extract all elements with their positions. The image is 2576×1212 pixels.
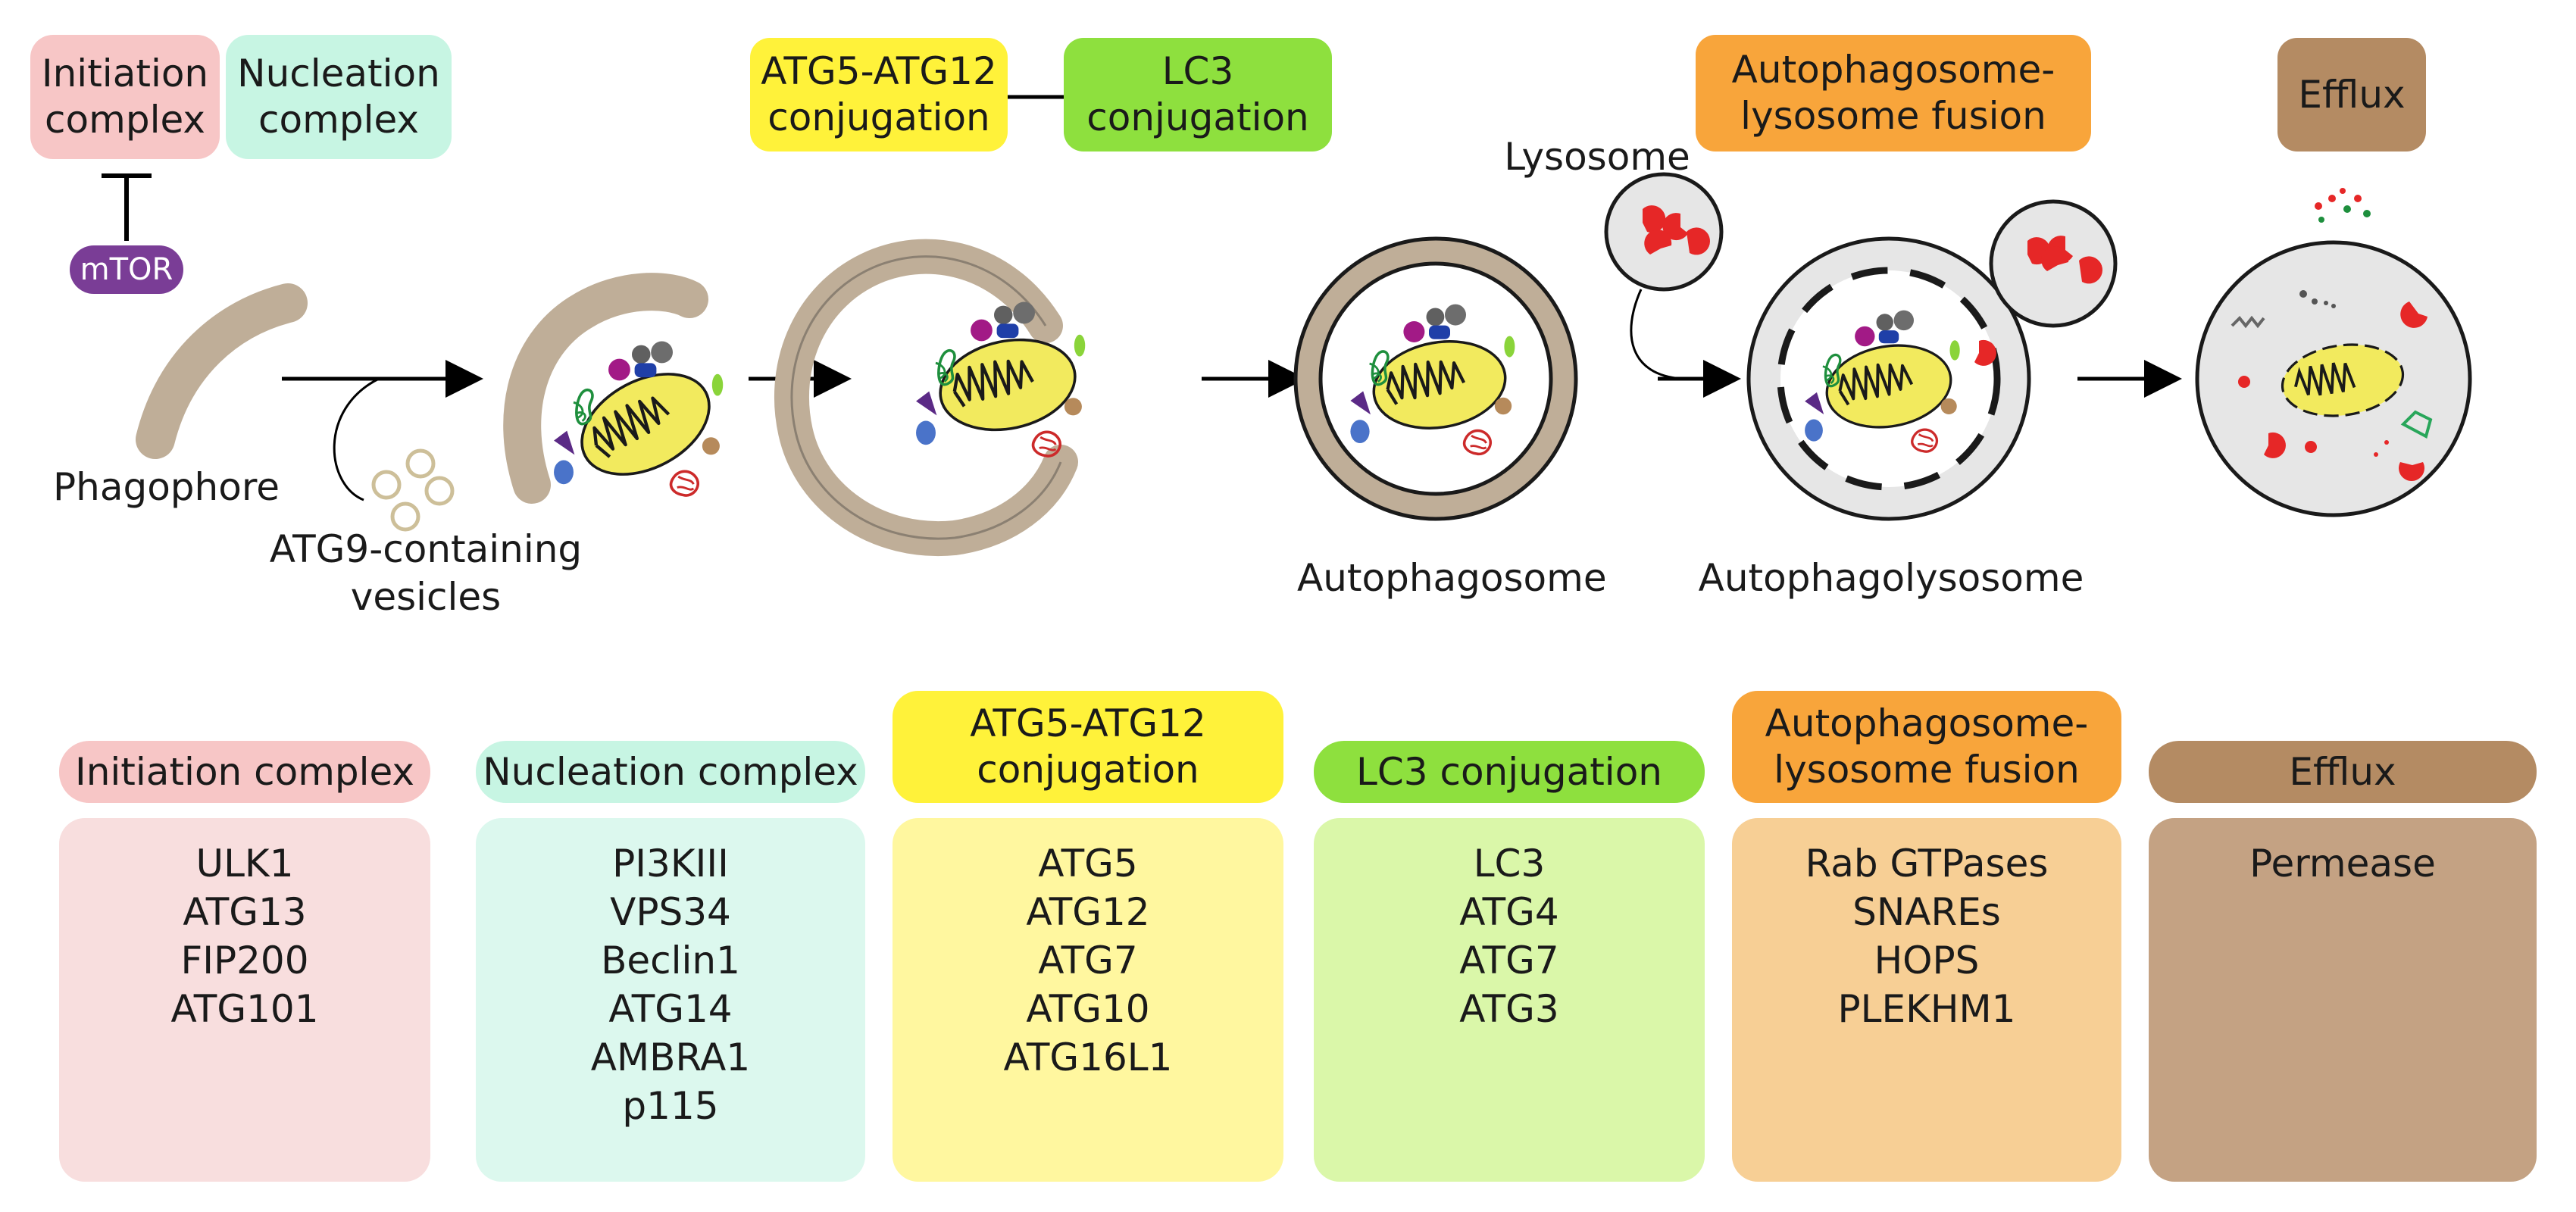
list-item: AMBRA1 [590,1036,751,1079]
list-item: ATG10 [1026,987,1150,1031]
column-header-nucleation: Nucleation complex [476,741,865,803]
list-item: ULK1 [195,842,294,886]
fusing-lysosome-enzymes [2027,236,2103,284]
list-item: PI3KIII [612,842,729,886]
list-item: FIP200 [180,939,309,982]
list-item: Permease [2249,842,2436,886]
mitochondrion-stage-3 [932,328,1083,442]
list-item: ATG3 [1459,987,1559,1031]
column-list-nucleation: PI3KIII VPS34 Beclin1 ATG14 AMBRA1 p115 [476,818,865,1182]
atg9-vesicles [371,448,455,532]
degraded-mitochondrion [2281,343,2405,417]
list-item: ATG13 [183,890,307,934]
column-list-lc3: LC3 ATG4 ATG7 ATG3 [1314,818,1705,1182]
column-header-atg5-atg12: ATG5-ATG12 conjugation [893,691,1283,803]
lysosome-enzymes [1643,205,1711,255]
list-item: Beclin1 [601,939,740,982]
atg9-vesicles-label: ATG9-containing vesicles [269,527,583,619]
nucleation-complex-label: Nucleation complex [226,35,452,159]
autophagolysosome-label: Autophagolysosome [1698,556,2084,600]
list-item: SNAREs [1852,890,2001,934]
list-item: ATG7 [1038,939,1138,982]
lc3-conjugation-label: LC3 conjugation [1064,38,1332,152]
list-item: p115 [622,1084,719,1128]
atg9-vesicles-connector [333,377,380,501]
autophagosome-label: Autophagosome [1297,556,1607,600]
list-item: ATG4 [1459,890,1559,934]
autophagosome-lysosome-fusion-label: Autophagosome- lysosome fusion [1696,35,2091,152]
column-header-fusion: Autophagosome- lysosome fusion [1732,691,2121,803]
column-list-initiation: ULK1 ATG13 FIP200 ATG101 [59,818,430,1182]
list-item: Rab GTPases [1805,842,2049,886]
column-list-fusion: Rab GTPases SNAREs HOPS PLEKHM1 [1732,818,2121,1182]
column-list-efflux: Permease [2149,818,2537,1182]
phagophore-engulfing-membrane [503,273,708,504]
column-header-initiation: Initiation complex [59,741,430,803]
efflux-label: Efflux [2277,38,2426,152]
list-item: ATG14 [608,987,733,1031]
phagophore-membrane [136,283,308,459]
lysosome-label: Lysosome [1504,135,1690,179]
column-header-lc3: LC3 conjugation [1314,741,1705,803]
list-item: HOPS [1874,939,1980,982]
column-list-atg5-atg12: ATG5 ATG12 ATG7 ATG10 ATG16L1 [893,818,1283,1182]
list-item: ATG101 [170,987,319,1031]
atg5-atg12-conjugation-label: ATG5-ATG12 conjugation [750,38,1008,152]
list-item: VPS34 [610,890,731,934]
list-item: ATG16L1 [1003,1036,1173,1079]
phagophore-closing-membrane [774,239,1078,557]
initiation-complex-label: Initiation complex [30,35,220,159]
column-header-efflux: Efflux [2149,741,2537,803]
list-item: ATG7 [1459,939,1559,982]
list-item: LC3 [1473,842,1546,886]
degradation-fragments [2231,290,2433,481]
mtor-label: mTOR [70,245,183,294]
list-item: ATG12 [1026,890,1150,934]
list-item: PLEKHM1 [1837,987,2016,1031]
lysosomal-enzyme-in-autophagolysosome [1974,339,1996,366]
list-item: ATG5 [1038,842,1138,886]
lysosome-to-arrow-connector [1630,289,1683,380]
efflux-particles [2315,188,2371,223]
phagophore-label: Phagophore [53,465,280,509]
